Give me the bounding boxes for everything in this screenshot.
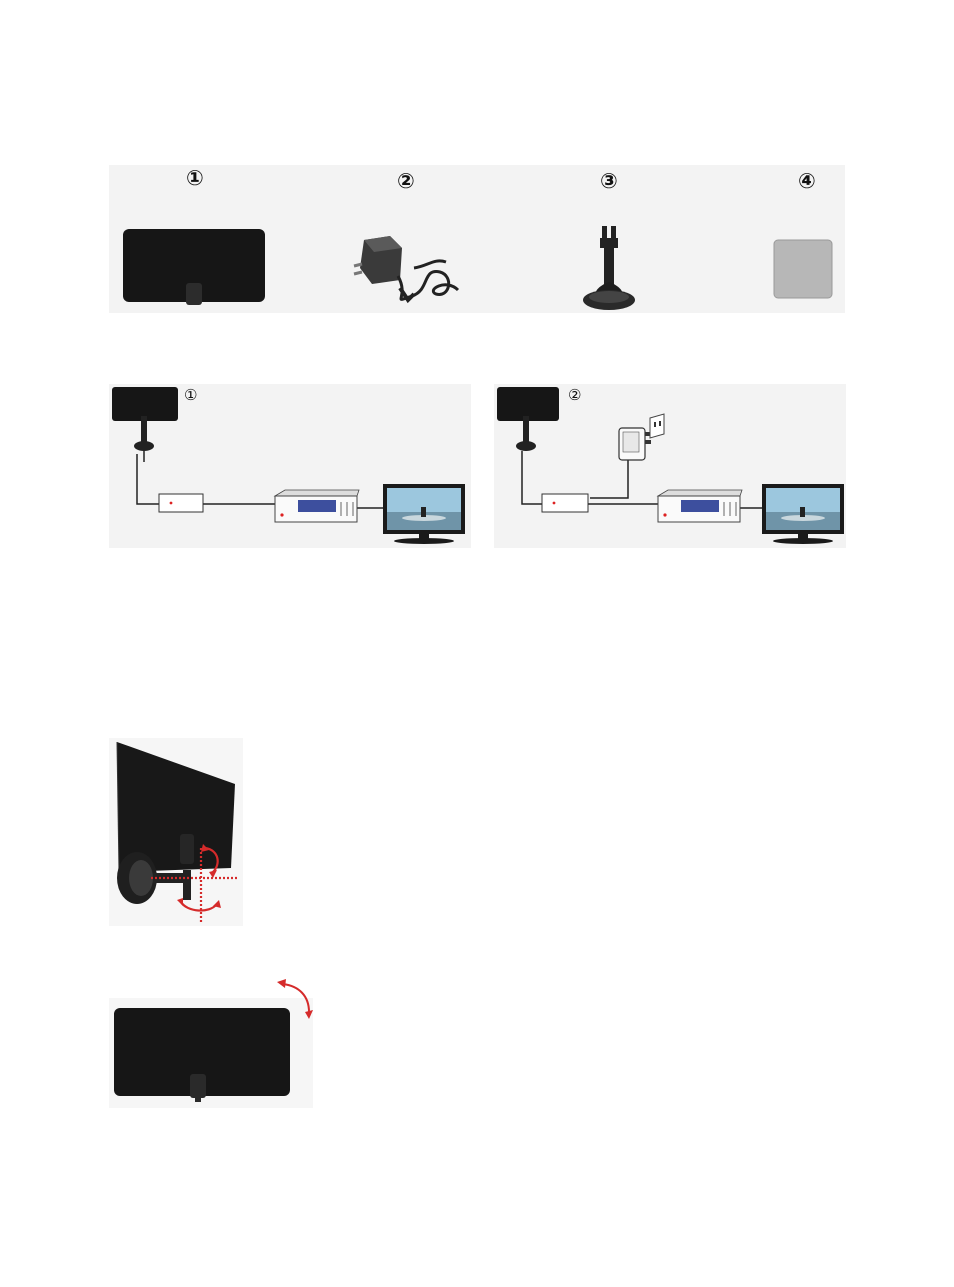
item-marker-1: ① [186, 168, 204, 189]
item-marker-2: ② [397, 171, 415, 192]
item-marker-4: ④ [798, 171, 816, 192]
item-marker-3: ③ [600, 171, 618, 192]
power-adapter-icon [350, 228, 468, 310]
adhesive-pad-icon [771, 238, 835, 300]
wall-outlet-icon [650, 414, 664, 438]
amplifier-box-icon [159, 494, 203, 512]
antenna-icon [497, 387, 559, 451]
antenna-icon [112, 387, 178, 451]
power-adapter-icon [619, 428, 651, 460]
antenna-panel-tilt-illustration [109, 976, 315, 1110]
television-icon [762, 484, 844, 544]
amplifier-box-icon [542, 494, 588, 512]
antenna-on-stand-rotation-illustration [109, 738, 243, 926]
connection-diagram-2 [494, 384, 846, 548]
television-icon [383, 484, 465, 544]
connection-diagram-1 [109, 384, 471, 548]
set-top-box-icon [658, 490, 742, 522]
set-top-box-icon [275, 490, 359, 522]
flat-antenna-panel-icon [118, 226, 270, 306]
suction-cup-stand-icon [578, 224, 644, 314]
